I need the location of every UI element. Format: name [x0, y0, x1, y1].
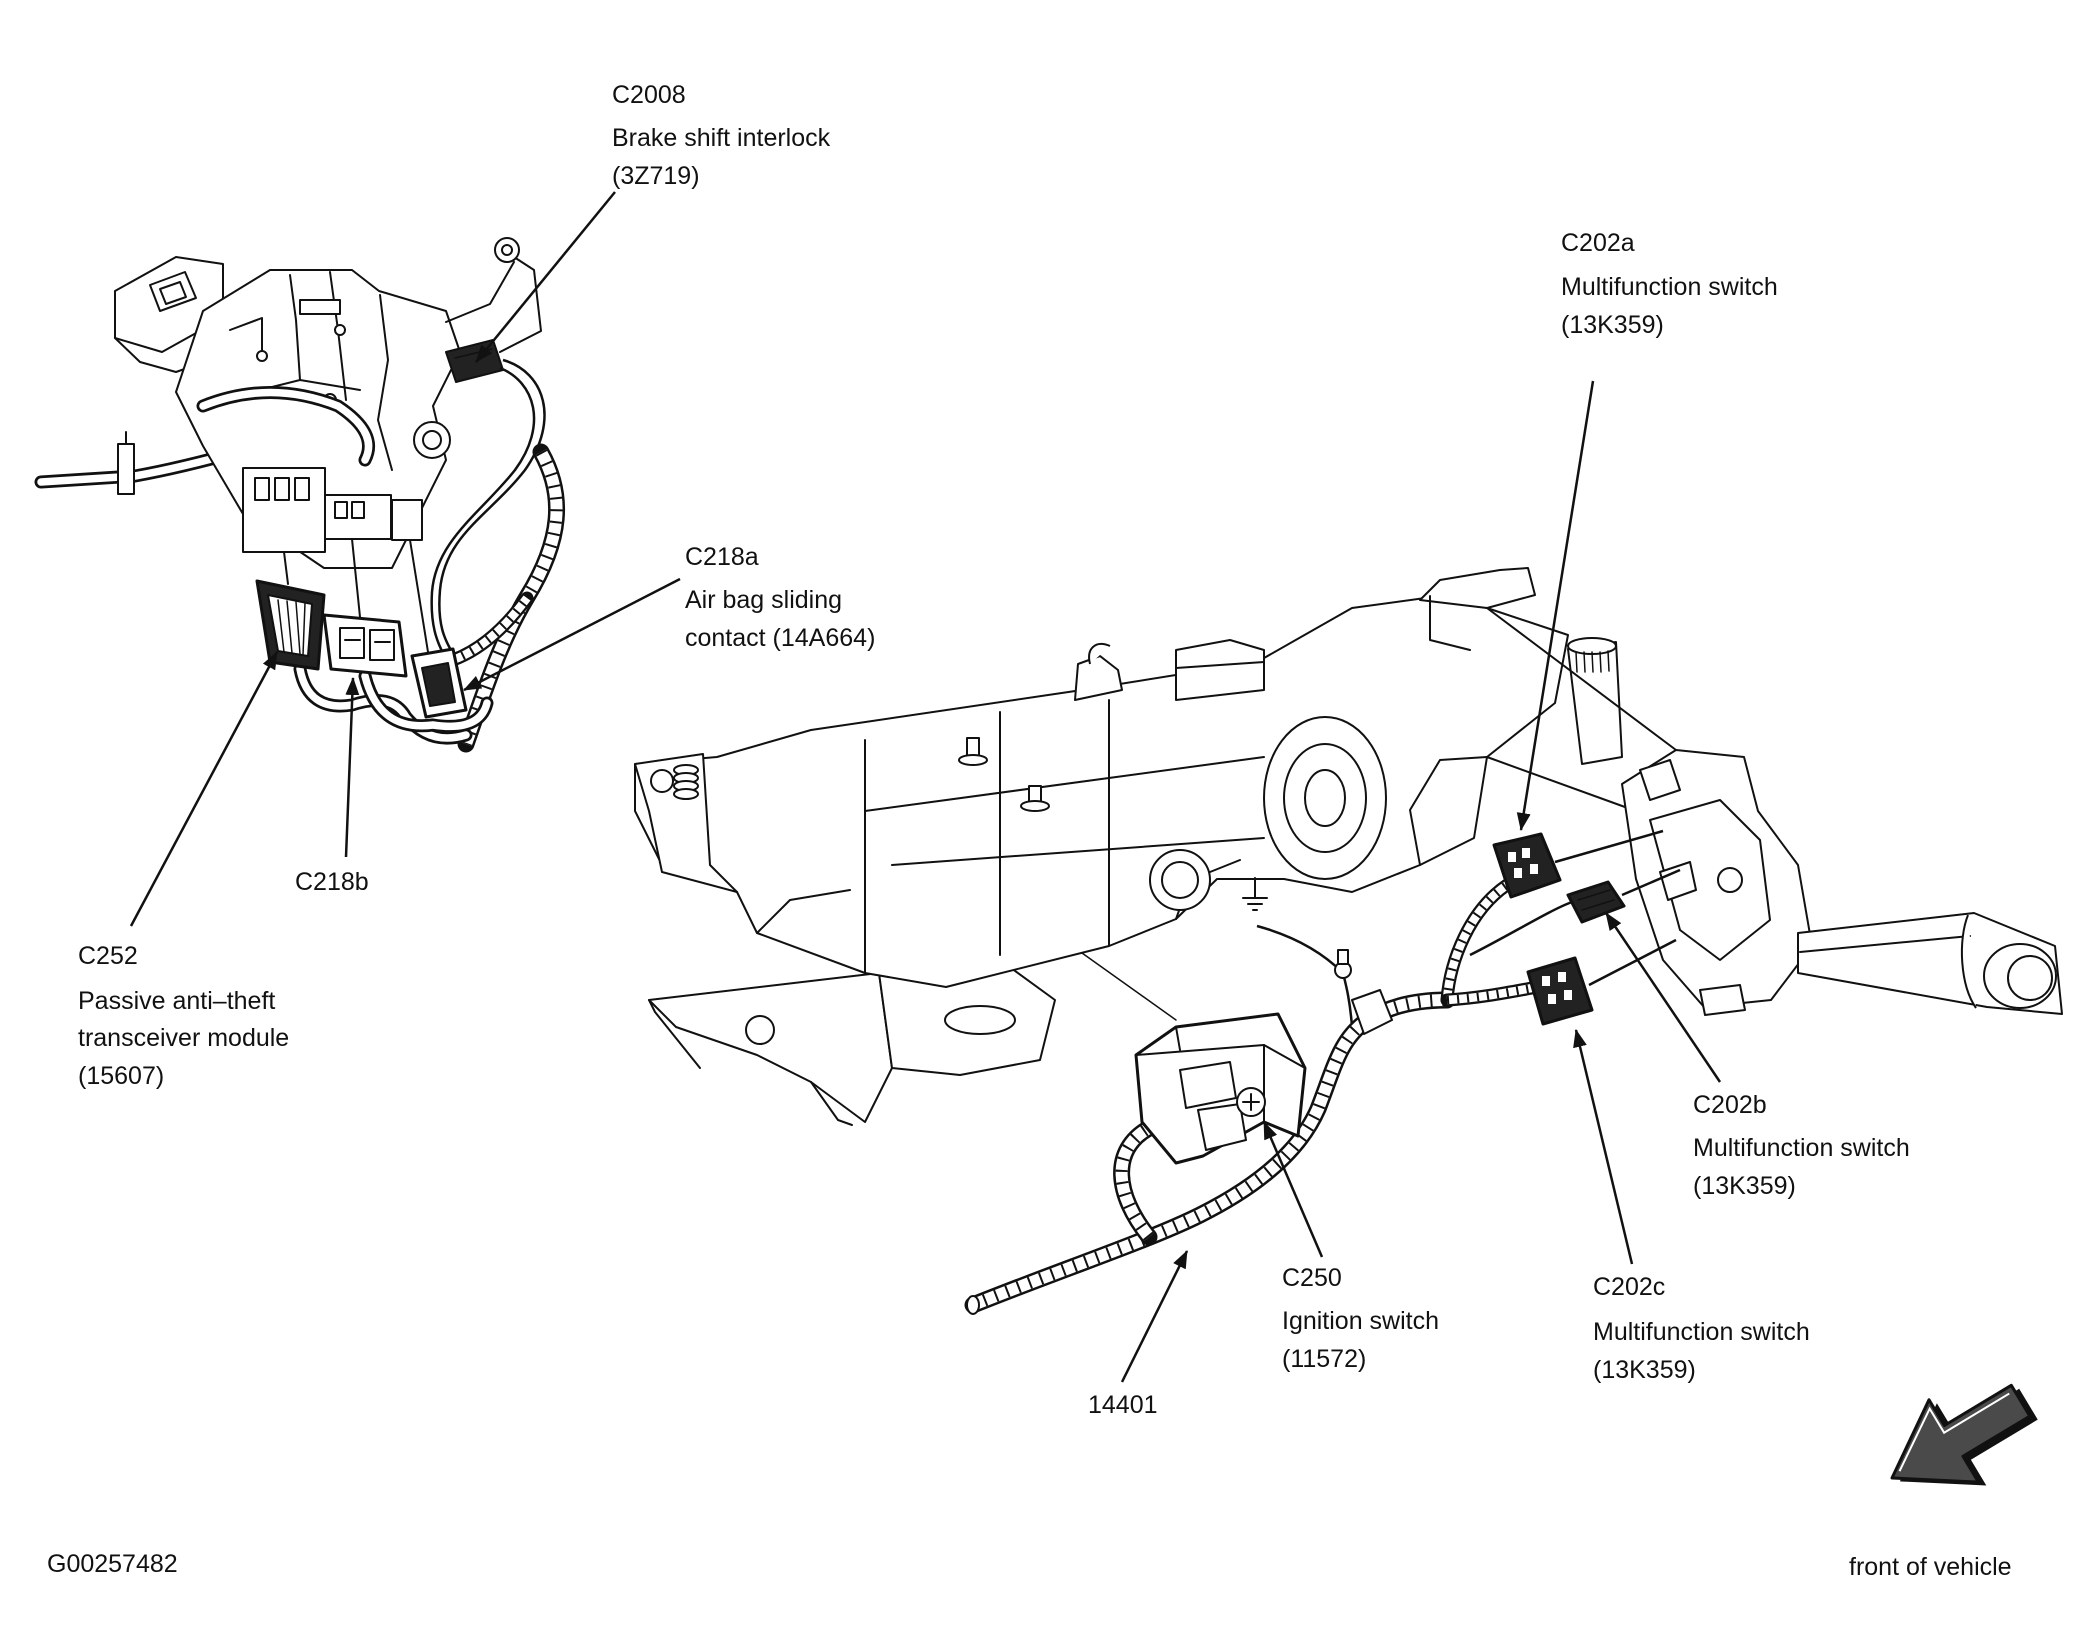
mounting-studs [958, 737, 1050, 812]
connector-mounting-block [242, 467, 429, 653]
c218a-description-line1: Air bag sliding [685, 586, 842, 614]
harness-14401-code: 14401 [1088, 1391, 1158, 1419]
c202b-part-number: (13K359) [1693, 1172, 1796, 1200]
end-plate [634, 753, 738, 893]
steering-column-assembly [634, 567, 2063, 1315]
front-direction-arrow [1890, 1383, 2038, 1486]
c202c-connector [1526, 956, 1594, 1026]
multifunction-stalk-lever [1797, 912, 2063, 1015]
ground-symbol [1242, 877, 1268, 911]
multifunction-switch-body [1621, 749, 1813, 1016]
c2008-code: C2008 [612, 81, 686, 109]
figure-code: G00257482 [47, 1550, 178, 1578]
c252-code: C252 [78, 942, 138, 970]
c202b-description: Multifunction switch [1693, 1134, 1910, 1162]
c202b-connector [1566, 880, 1626, 924]
c202c-code: C202c [1593, 1273, 1665, 1301]
callout-c202c: C202c Multifunction switch (13K359) [1593, 1273, 1810, 1384]
clockspring-frame [1486, 607, 1677, 812]
c2008-leader [475, 191, 616, 363]
c2008-part-number: (3Z719) [612, 162, 700, 190]
c2008-description: Brake shift interlock [612, 124, 831, 152]
callout-harness-14401: 14401 [1088, 1391, 1158, 1419]
c252-part-number: (15607) [78, 1062, 164, 1090]
c250-leader [1262, 1121, 1324, 1258]
c202a-code: C202a [1561, 229, 1635, 257]
left-harness [453, 452, 557, 744]
ground-wire [1081, 924, 1354, 1028]
c252-connector [255, 579, 326, 671]
c202c-part-number: (13K359) [1593, 1356, 1696, 1384]
front-arrow-highlight [1898, 1392, 2010, 1472]
c218a-leader [463, 577, 681, 692]
steering-shaft [1567, 637, 1623, 765]
callout-c202a: C202a Multifunction switch (13K359) [1561, 229, 1778, 339]
c202c-description: Multifunction switch [1593, 1318, 1810, 1346]
c218a-code: C218a [685, 543, 759, 571]
leader-lines [129, 191, 1722, 1383]
lower-mounting-bracket [648, 959, 1056, 1126]
callout-c252: C252 Passive anti–theft transceiver modu… [78, 942, 289, 1090]
c252-description-line2: transceiver module [78, 1024, 289, 1052]
callout-c2008: C2008 Brake shift interlock (3Z719) [612, 81, 831, 190]
front-arrow-body [1890, 1383, 2032, 1484]
wire-stub [41, 431, 245, 495]
c250-connector [1134, 1012, 1307, 1165]
c2008-connector [430, 339, 546, 656]
c250-code: C250 [1282, 1264, 1342, 1292]
c218b-leader [344, 677, 360, 858]
column-housing-main [634, 567, 1569, 988]
c202a-leader [1516, 380, 1595, 831]
callout-c250: C250 Ignition switch (11572) [1282, 1264, 1439, 1373]
c202b-leader [1604, 912, 1722, 1083]
c218a-connector [410, 647, 468, 719]
c202c-leader [1573, 1029, 1634, 1265]
c202a-connector [1492, 832, 1562, 899]
callout-c202b: C202b Multifunction switch (13K359) [1693, 1091, 1910, 1200]
c252-description-line1: Passive anti–theft [78, 987, 275, 1015]
c250-part-number: (11572) [1282, 1345, 1366, 1373]
c252-leader [129, 651, 279, 927]
harness-14401 [967, 829, 1681, 1315]
upper-column-assembly [41, 237, 557, 744]
c218b-connector [322, 613, 408, 678]
c218a-description-line2: contact (14A664) [685, 624, 875, 652]
callout-c218b: C218b [295, 868, 369, 896]
c202a-description: Multifunction switch [1561, 273, 1778, 301]
callout-c218a: C218a Air bag sliding contact (14A664) [685, 543, 875, 652]
shift-lever-bracket [445, 237, 542, 353]
c250-description: Ignition switch [1282, 1307, 1439, 1335]
front-of-vehicle-label: front of vehicle [1849, 1553, 2012, 1581]
c202b-code: C202b [1693, 1091, 1767, 1119]
c218b-code: C218b [295, 868, 369, 896]
harness-14401-leader [1120, 1250, 1189, 1383]
c202a-part-number: (13K359) [1561, 311, 1664, 339]
